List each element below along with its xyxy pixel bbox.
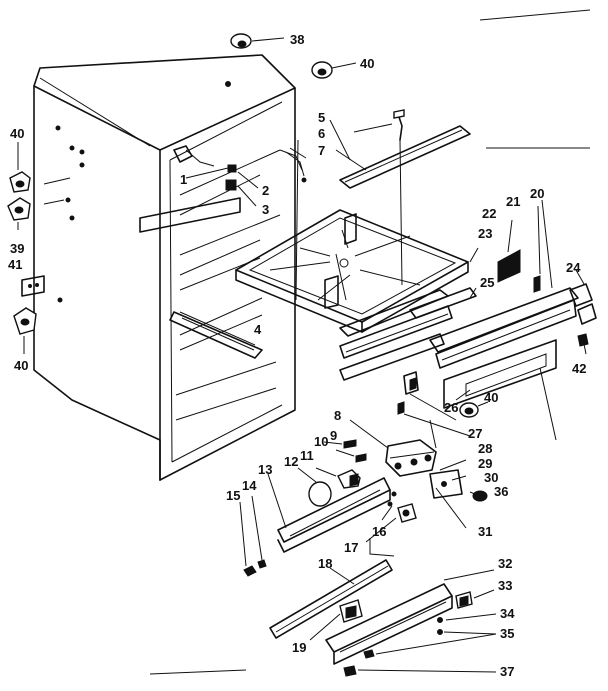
callout-6: 6: [318, 126, 325, 141]
callout-30: 30: [484, 470, 498, 485]
callout-23: 23: [478, 226, 492, 241]
cabinet-liner: [33, 54, 296, 481]
callout-35: 35: [500, 626, 514, 641]
callout-15: 15: [226, 488, 240, 503]
callout-4: 4: [254, 322, 262, 337]
callout-3: 3: [262, 202, 269, 217]
callout-20: 20: [530, 186, 544, 201]
callout-13: 13: [258, 462, 272, 477]
callout-33: 33: [498, 578, 512, 593]
callout-8: 8: [334, 408, 341, 423]
tubing-and-wiring: [173, 145, 307, 207]
callout-21: 21: [506, 194, 520, 209]
lower-trim-parts: [269, 559, 497, 677]
callout-1: 1: [180, 172, 187, 187]
callout-17: 17: [344, 540, 358, 555]
callout-9: 9: [330, 428, 337, 443]
control-knob-parts: [397, 371, 489, 437]
callout-28: 28: [478, 441, 492, 456]
hinge-cap-38: [230, 33, 285, 49]
callout-24: 24: [566, 260, 581, 275]
callout-42: 42: [572, 361, 586, 376]
callout-25: 25: [480, 275, 494, 290]
callout-14: 14: [242, 478, 257, 493]
callout-36: 36: [494, 484, 508, 499]
callout-27: 27: [468, 426, 482, 441]
callout-5: 5: [318, 110, 325, 125]
callout-2: 2: [262, 183, 269, 198]
callout-12: 12: [284, 454, 298, 469]
callout-40-top: 40: [360, 56, 374, 71]
page-rule-marks: [149, 9, 591, 675]
callout-31: 31: [478, 524, 492, 539]
callout-22: 22: [482, 206, 496, 221]
callout-7: 7: [318, 143, 325, 158]
cabinet-screw-holes: [43, 81, 231, 303]
shelf-assembly: [235, 109, 479, 381]
callout-26: 26: [444, 400, 458, 415]
callout-41: 41: [8, 257, 22, 272]
callout-19: 19: [292, 640, 306, 655]
callout-16: 16: [372, 524, 386, 539]
control-housing: [429, 199, 597, 441]
light-assembly: [267, 419, 488, 557]
callout-29: 29: [478, 456, 492, 471]
callout-37: 37: [500, 664, 514, 679]
callout-labels: 38 40 5 6 7 1 2 3 4 40 39 41 40 20 21 22…: [8, 32, 586, 679]
callout-38-left: 39: [10, 241, 24, 256]
callout-34: 34: [500, 606, 515, 621]
callout-40-left-bottom: 40: [14, 358, 28, 373]
left-hinge-parts: [7, 142, 45, 354]
hinge-cap-40-top: [311, 61, 357, 79]
callout-38-top: 38: [290, 32, 304, 47]
callout-10: 10: [314, 434, 328, 449]
screws-14-15: [239, 495, 267, 577]
callout-32: 32: [498, 556, 512, 571]
callout-40-left-top: 40: [10, 126, 24, 141]
callout-18: 18: [318, 556, 332, 571]
callout-39: 40: [484, 390, 498, 405]
callout-11: 11: [300, 448, 314, 463]
